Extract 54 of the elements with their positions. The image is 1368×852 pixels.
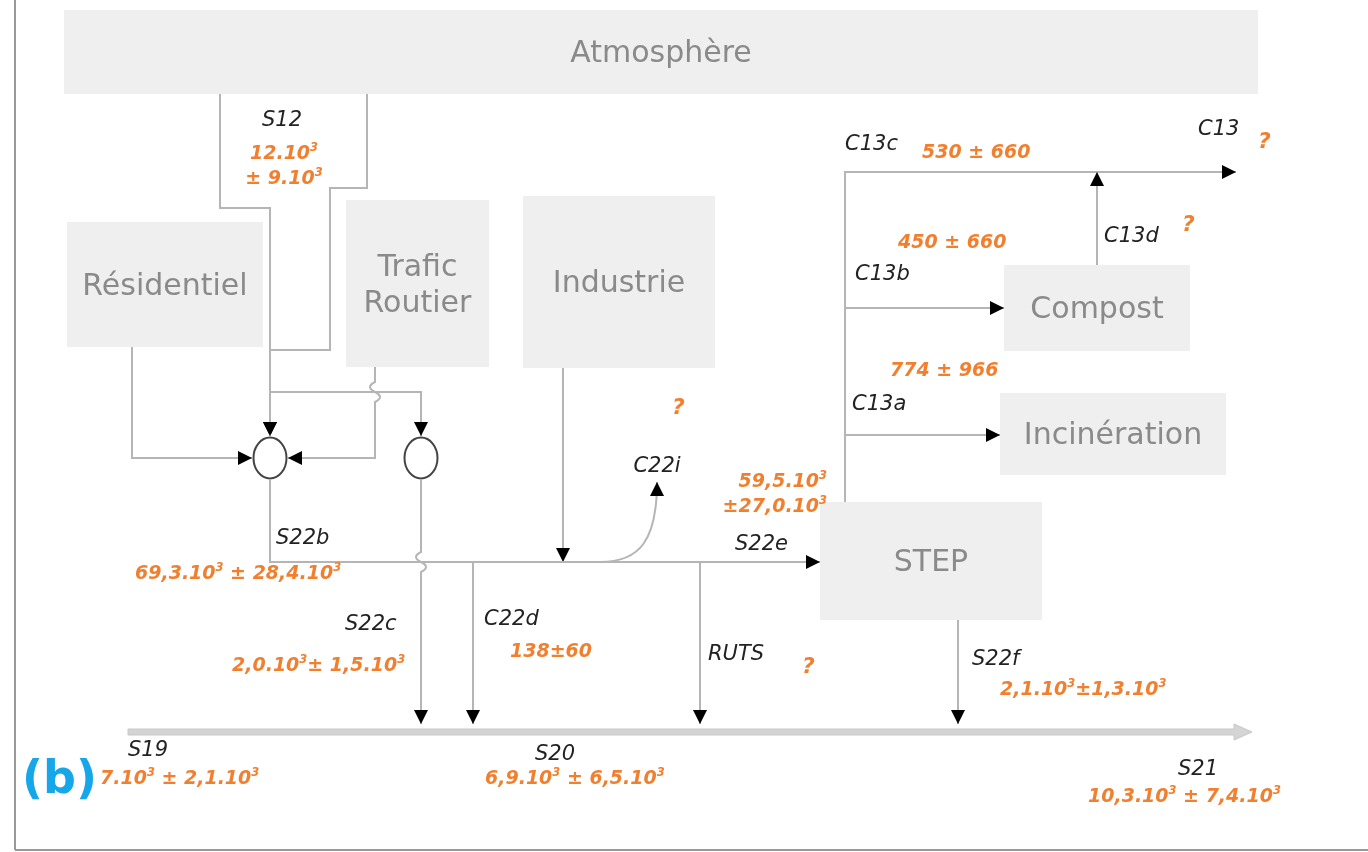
treatment-box (1000, 393, 1226, 475)
flux-value: 7.10$^{3}$ ± 2,1.10$^{3}$ (100, 765, 260, 790)
flux-code: C13c (845, 130, 898, 157)
panel-letter: (b) (22, 749, 97, 806)
atmosphere-box (64, 10, 1258, 94)
treatment-box (820, 502, 1042, 620)
flux-code: RUTS (708, 640, 765, 667)
flux-code: S12 (262, 106, 303, 133)
flux-code: C13d (1104, 222, 1159, 249)
flux-value: 774 ± 966 (890, 357, 999, 382)
unknown-mark: ? (1182, 210, 1195, 238)
flux-code: S19 (128, 736, 169, 763)
flow-arrow (131, 346, 253, 465)
flux-code: S21 (1178, 755, 1219, 782)
flow-arrow (556, 367, 570, 563)
flux-code: C13b (855, 260, 910, 287)
box-label: Atmosphère (570, 34, 752, 70)
box-label: Trafic Routier (362, 247, 473, 320)
unknown-mark: ? (672, 393, 685, 421)
flux-value: 12.10$^{3}$ ± 9.10$^{3}$ (245, 140, 323, 190)
flux-code: C22d (484, 605, 539, 632)
sector-box (523, 196, 715, 368)
flux-value: 138±60 (510, 638, 593, 663)
flow-arrow (414, 479, 428, 725)
flux-value: 59,5.10$^{3}$ ±27,0.10$^{3}$ (721, 468, 827, 518)
flux-value: 530 ± 660 (922, 139, 1031, 164)
flux-value: 450 ± 660 (898, 229, 1007, 254)
unknown-mark: ? (802, 652, 815, 680)
treatment-box (1004, 265, 1190, 351)
flux-code: S22f (972, 645, 1020, 672)
flux-value: 10,3.10$^{3}$ ± 7,4.10$^{3}$ (1088, 783, 1281, 808)
flux-value: 69,3.10$^{3}$ ± 28,4.10$^{3}$ (135, 560, 342, 585)
box-label: Industrie (552, 264, 686, 300)
flux-code: S22e (735, 530, 788, 557)
box-label: Incinération (1023, 416, 1203, 452)
flux-code: S22b (276, 524, 330, 551)
flux-code: S22c (345, 610, 397, 637)
sector-box (67, 222, 263, 347)
box-label: Compost (1030, 290, 1164, 326)
flux-value: 2,1.10$^{3}$±1,3.10$^{3}$ (1000, 676, 1167, 701)
flow-arrow (951, 619, 965, 725)
flux-code: C13 (1198, 115, 1240, 142)
flow-arrow (287, 366, 381, 465)
flux-code: C13a (852, 390, 907, 417)
flow-arrow (844, 428, 1001, 503)
flux-code: S20 (535, 740, 576, 767)
flux-value: 2,0.10$^{3}$± 1,5.10$^{3}$ (232, 652, 406, 677)
box-label: Résidentiel (82, 266, 248, 303)
flux-value: 6,9.10$^{3}$ ± 6,5.10$^{3}$ (485, 765, 665, 790)
unknown-mark: ? (1258, 127, 1271, 155)
flow-label: C22i (633, 453, 681, 477)
box-label: STEP (893, 543, 969, 579)
flow-arrow (1090, 171, 1104, 266)
sector-box (346, 200, 489, 367)
